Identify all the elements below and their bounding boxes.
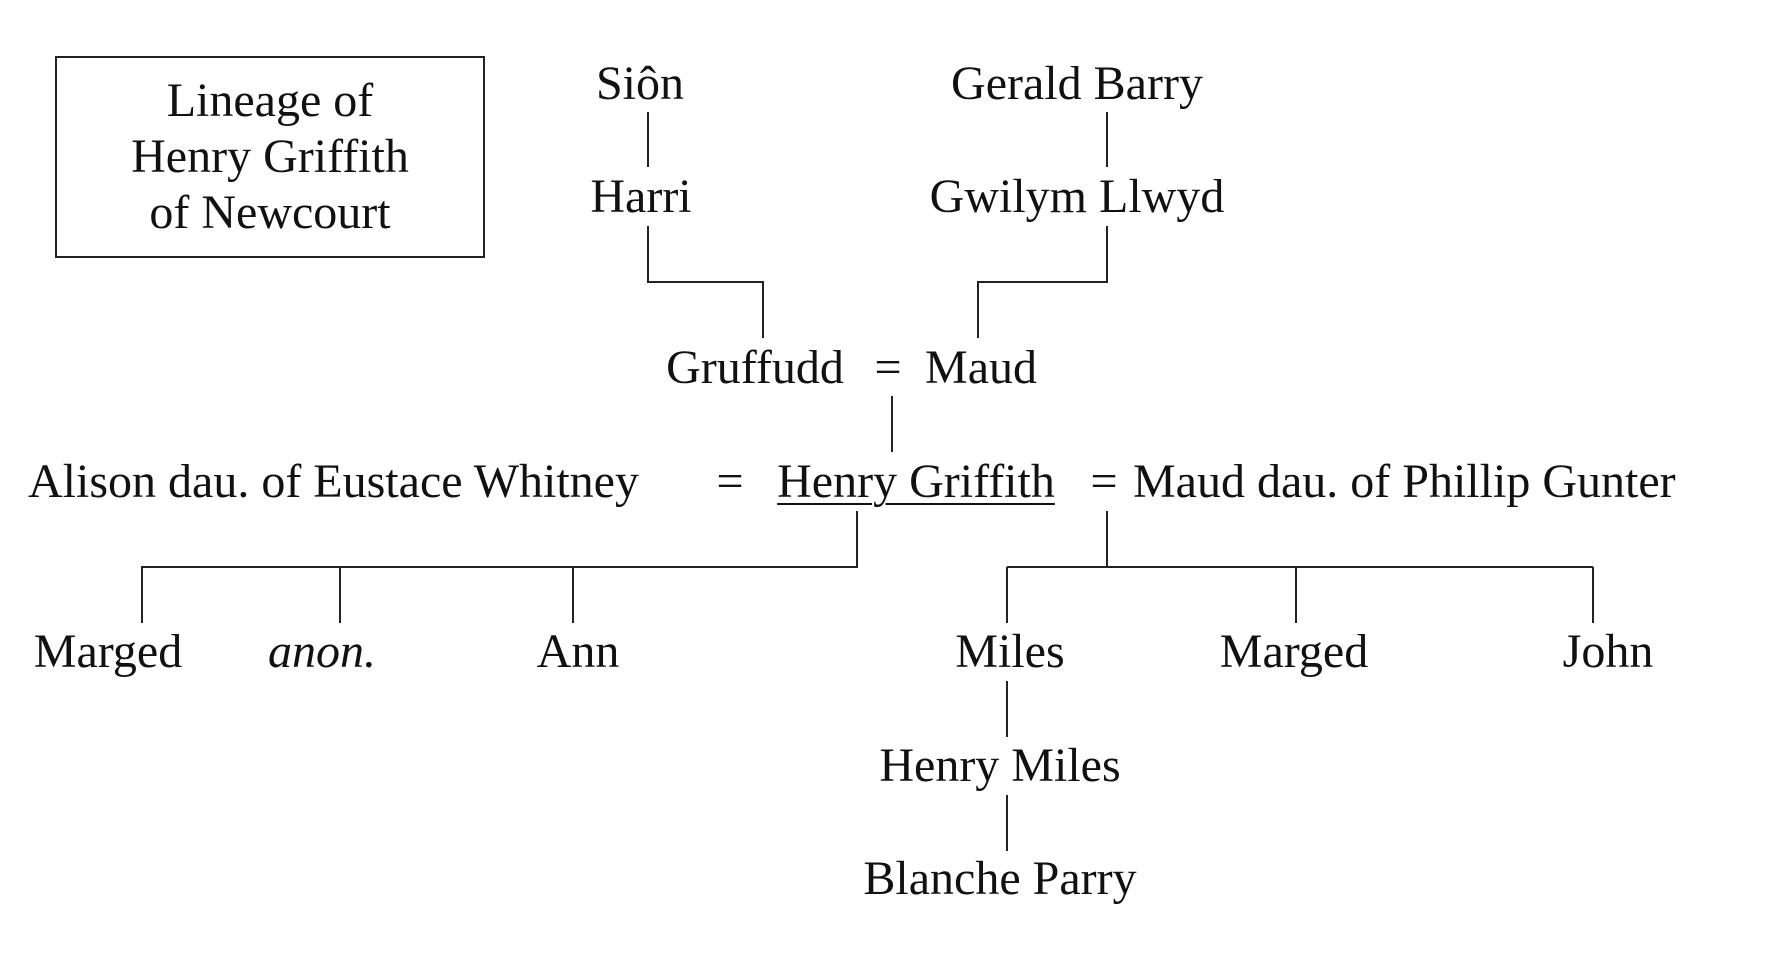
person-maud: Maud <box>925 341 1037 394</box>
person-sion: Siôn <box>595 57 685 110</box>
title-line-1: Lineage of <box>166 74 374 127</box>
child-marged-2: Marged <box>1219 625 1369 678</box>
child-john: John <box>1562 625 1654 678</box>
marriage-sign-parents: = <box>874 341 902 394</box>
marriage-sign-right: = <box>1090 455 1118 508</box>
child-anon: anon. <box>268 625 376 678</box>
marriage-sign-left: = <box>716 455 744 508</box>
person-blanche-parry: Blanche Parry <box>863 852 1137 905</box>
person-alison: Alison dau. of Eustace Whitney <box>28 455 639 508</box>
person-gruffudd: Gruffudd <box>666 341 844 394</box>
child-ann: Ann <box>536 625 620 678</box>
person-harri: Harri <box>590 170 692 223</box>
title-line-2: Henry Griffith <box>131 130 409 183</box>
connector-first-marriage <box>141 511 858 623</box>
connector-gwilym-maud <box>977 226 1108 338</box>
connector-harri-gruffudd <box>647 226 764 338</box>
title-box: Lineage of Henry Griffith of Newcourt <box>55 56 485 258</box>
person-henry-griffith: Henry Griffith <box>777 455 1055 508</box>
person-maud-gunter: Maud dau. of Phillip Gunter <box>1133 455 1676 508</box>
person-gerald-barry: Gerald Barry <box>951 57 1203 110</box>
person-henry-miles: Henry Miles <box>879 739 1121 792</box>
person-gwilym-llwyd: Gwilym Llwyd <box>929 170 1225 223</box>
child-miles: Miles <box>955 625 1065 678</box>
child-marged-1: Marged <box>33 625 183 678</box>
title-line-3: of Newcourt <box>149 186 391 239</box>
